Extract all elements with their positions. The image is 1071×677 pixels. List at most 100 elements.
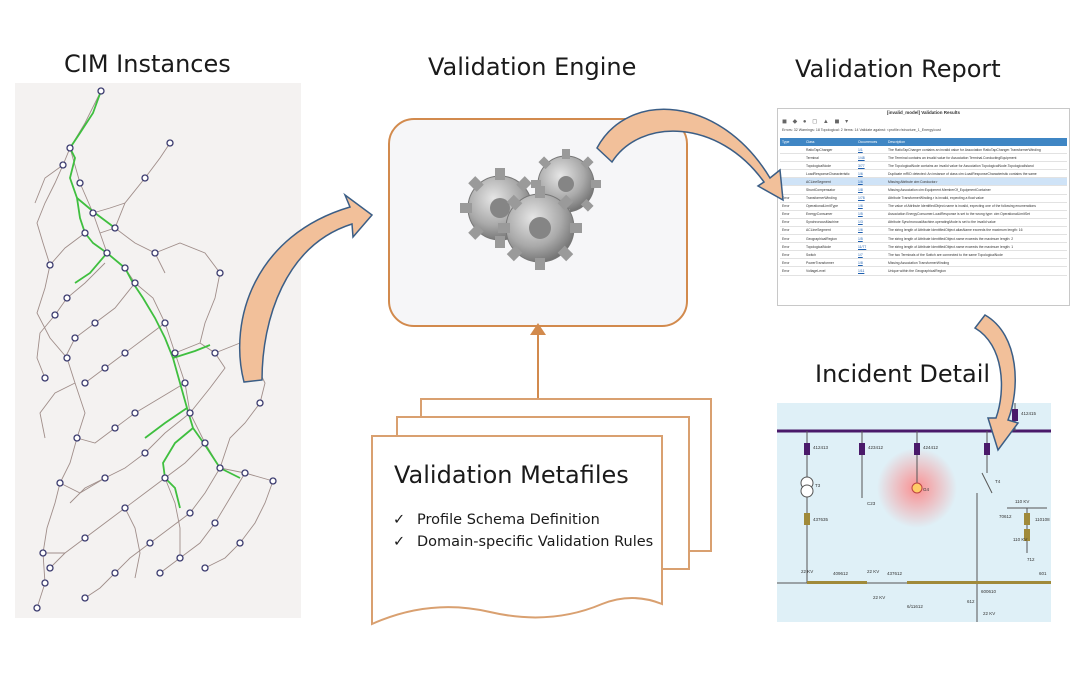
cell-class: ACLineSegment <box>804 226 856 236</box>
schematic-label: 424412 <box>923 445 939 450</box>
report-toolbar: ◼ ◆ ● ◻ ▲ ◼ ▾ <box>782 119 851 125</box>
schematic-label: 22 KV <box>801 569 813 574</box>
cell-class: ShuntCompensator <box>804 185 856 195</box>
report-window-title: [invalid_model] Validation Results <box>886 110 960 115</box>
cell-class: RatioTapChanger <box>804 146 856 155</box>
checkmark-icon: ✓ <box>393 534 406 550</box>
cell-occurrences[interactable]: 1/6 <box>856 202 886 211</box>
cell-type: Error <box>780 250 804 260</box>
cell-occurrences[interactable]: 11/77 <box>856 242 886 252</box>
cell-occurrences[interactable]: 1/1 <box>856 146 886 155</box>
schematic-label: 412415 <box>1021 411 1037 416</box>
cell-occurrences[interactable]: 1/11 <box>856 266 886 276</box>
cell-class: OperationalLimitType <box>804 202 856 211</box>
gears-icon <box>460 149 601 270</box>
cell-type: Error <box>780 194 804 203</box>
cell-type <box>780 161 804 171</box>
schematic-label: 22 KV <box>983 611 995 616</box>
cell-description: Association EnergyConsumer.LoadResponse … <box>886 210 1067 219</box>
cell-occurrences[interactable]: 1/6 <box>856 169 886 179</box>
cell-type: Error <box>780 210 804 219</box>
cell-type: Error <box>780 258 804 268</box>
schematic-label: 437612 <box>887 571 903 576</box>
cell-class: GeographicalRegion <box>804 234 856 244</box>
cell-occurrences[interactable]: 3/77 <box>856 161 886 171</box>
network-map-graphic <box>33 87 277 612</box>
validation-engine-title: Validation Engine <box>428 53 637 81</box>
cell-type: Error <box>780 234 804 244</box>
cell-description: Attribute TransformerWinding.r is invali… <box>886 194 1067 203</box>
col-occurrences: Occurrences <box>856 138 886 146</box>
cell-description: Duplicate mRID detected: An instance of … <box>886 169 1067 179</box>
up-arrow-icon <box>530 323 546 403</box>
metafile-item-rules: ✓Domain-specific Validation Rules <box>393 534 654 550</box>
cell-class: TransformerWinding <box>804 194 856 203</box>
cell-type <box>780 146 804 155</box>
cell-class: Switch <box>804 250 856 260</box>
cell-type: Error <box>780 266 804 276</box>
col-description: Description <box>886 138 1067 146</box>
cell-occurrences[interactable]: 1/5 <box>856 234 886 244</box>
cell-description: The string length of Attribute Identifie… <box>886 226 1067 236</box>
cell-occurrences[interactable]: 1/5 <box>856 210 886 219</box>
cell-occurrences[interactable]: 1/8 <box>856 258 886 268</box>
cell-description: The string length of Attribute Identifie… <box>886 242 1067 252</box>
schematic-label: T3 <box>815 483 821 488</box>
cell-description: The two Terminals of the Switch are conn… <box>886 250 1067 260</box>
cell-description: Missing Association cim:Equipment.Member… <box>886 185 1067 195</box>
incident-detail-title: Incident Detail <box>815 360 991 388</box>
cell-type: Error <box>780 218 804 227</box>
col-type: Type <box>780 138 804 146</box>
cell-occurrences[interactable]: 1/48 <box>856 153 886 163</box>
schematic-label: 409612 <box>833 571 849 576</box>
report-table: Type Class Occurrences Description Ratio… <box>780 138 1067 276</box>
cell-type: Error <box>780 226 804 236</box>
cell-occurrences[interactable]: 1/8 <box>856 185 886 195</box>
cell-occurrences[interactable]: 1/78 <box>856 194 886 203</box>
cell-description: The RatioTapChanger contains an invalid … <box>886 146 1067 155</box>
checkmark-icon: ✓ <box>393 512 406 528</box>
cell-occurrences[interactable]: 1/6 <box>856 177 886 187</box>
schematic-label: 600610 <box>981 589 997 594</box>
cell-type: Error <box>780 202 804 211</box>
schematic-label: 412413 <box>813 445 829 450</box>
cell-class: VoltageLevel <box>804 266 856 276</box>
schematic-label: 601 <box>1039 571 1047 576</box>
cim-instances-title: CIM Instances <box>64 50 231 78</box>
cell-occurrences[interactable]: 1/7 <box>856 250 886 260</box>
schematic-label: 712 <box>1027 557 1035 562</box>
schematic-label: 22 KV <box>867 569 879 574</box>
cell-type <box>780 185 804 195</box>
cell-occurrences[interactable]: 1/6 <box>856 226 886 236</box>
validation-engine-box <box>388 118 688 327</box>
cell-class: Terminal <box>804 153 856 163</box>
validation-metafiles-title: Validation Metafiles <box>394 461 629 489</box>
cell-type <box>780 177 804 187</box>
cell-occurrences[interactable]: 1/3 <box>856 218 886 227</box>
schematic-label: T4 <box>995 479 1001 484</box>
validation-report-title: Validation Report <box>795 55 1001 83</box>
cell-description: Missing Association TransformerWinding <box>886 258 1067 268</box>
metafile-item-schema: ✓Profile Schema Definition <box>393 512 600 528</box>
cell-description: Attribute SynchronousMachine.operatingMo… <box>886 218 1067 227</box>
cell-class: ACLineSegment <box>804 177 856 187</box>
schematic-label: 437635 <box>813 517 829 522</box>
schematic-label: 22 KV <box>873 595 885 600</box>
